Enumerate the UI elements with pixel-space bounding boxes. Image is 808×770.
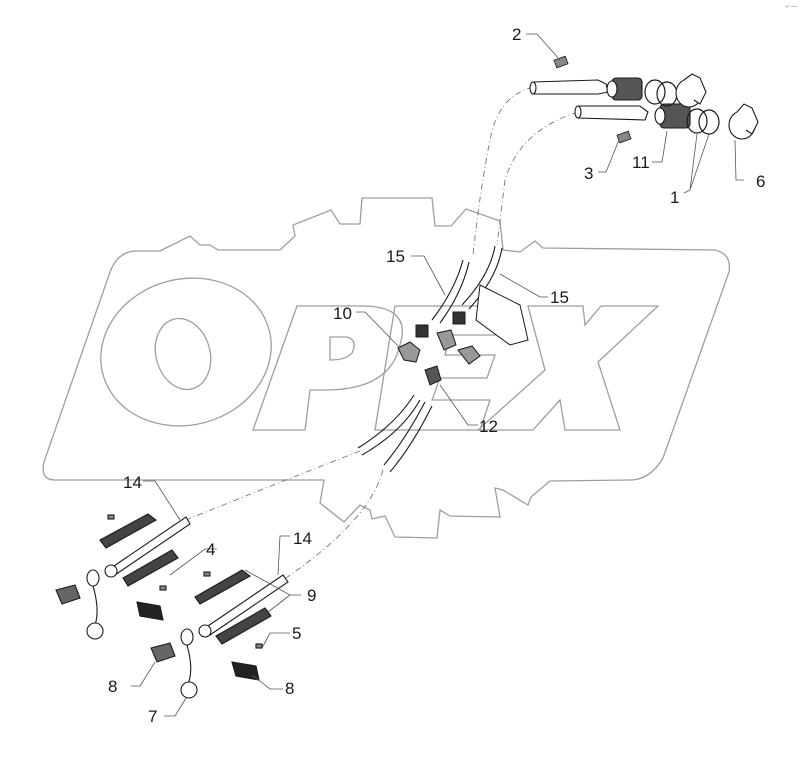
fittings: [397, 284, 529, 386]
callout-15b: 15: [550, 288, 569, 307]
callout-3: 3: [584, 164, 594, 183]
opex-watermark: [42, 197, 731, 539]
callout-6: 6: [756, 172, 766, 191]
corner-mark: ⌐ —: [786, 4, 798, 10]
watermark-letter-x: [476, 305, 660, 431]
callout-10: 8: [108, 677, 118, 696]
watermark-letter-p: [252, 305, 403, 431]
watermark-letter-o: [100, 277, 272, 427]
coupler-10b: [150, 642, 176, 663]
hose-tube-1: [532, 79, 609, 95]
small-clips: [553, 55, 632, 144]
callout-13: 12: [479, 417, 498, 436]
cap-7b: [180, 681, 198, 699]
cap-7a: [86, 622, 104, 640]
hose-15a: [431, 259, 470, 324]
callout-11: 11: [632, 153, 650, 172]
callout-15a: 15: [386, 247, 405, 266]
callout-14b: 14: [293, 529, 312, 548]
hose-route-upper-2: [496, 111, 579, 246]
hose-route-lower-1: [185, 450, 361, 521]
callout-7: 7: [148, 707, 158, 726]
callout-5: 5: [292, 624, 302, 643]
lower-left-assembly: [55, 513, 289, 699]
clamp-9b: [194, 569, 252, 605]
fitting-12: [397, 341, 421, 363]
callout-14a: 14: [123, 473, 142, 492]
mid-hoses-15: [431, 245, 503, 324]
coupler-10a: [55, 584, 81, 605]
dust-caps-6: [675, 73, 759, 140]
bracket-8a: [136, 601, 164, 621]
routing-lines: [185, 86, 579, 579]
lower-mid-hoses: [357, 394, 433, 473]
hose-tube-2: [577, 105, 649, 121]
quick-couplers-11: [606, 77, 691, 129]
hose-route-upper-1: [472, 86, 534, 256]
callout-8: 8: [285, 679, 295, 698]
hose-15b: [461, 245, 503, 310]
callout-9: 9: [307, 586, 317, 605]
watermark-gear-outline: [42, 197, 731, 539]
hose-route-lower-2: [285, 469, 384, 579]
fitting-13: [424, 365, 442, 386]
valve-block: [475, 284, 529, 346]
leader-lines: [131, 33, 744, 717]
callout-12: 10: [333, 304, 352, 323]
callout-1: 1: [670, 188, 680, 207]
watermark-letter-o-inner: [154, 317, 212, 391]
clamp-9a: [99, 513, 158, 549]
callout-4: 4: [206, 540, 216, 559]
callout-2: 2: [512, 25, 522, 44]
